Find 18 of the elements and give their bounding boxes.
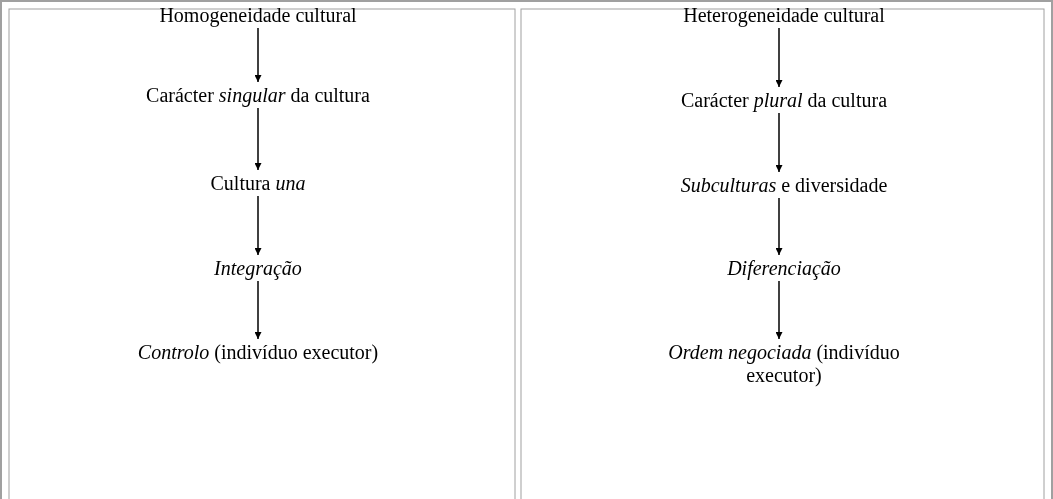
flow-step-text: Carácter singular da cultura (58, 84, 458, 107)
arrow (254, 280, 262, 340)
arrow (775, 27, 783, 88)
flow-step-text: Diferenciação (634, 257, 934, 280)
flow-step-text: Ordem negociada (indivíduo executor) (653, 341, 915, 387)
arrow (775, 112, 783, 173)
flow-step-text: Heterogeneidade cultural (584, 4, 984, 27)
flow-step-text: Controlo (indivíduo executor) (58, 341, 458, 364)
flow-step-text: Integração (108, 257, 408, 280)
flow-step-text: Subculturas e diversidade (584, 174, 984, 197)
arrow (254, 195, 262, 256)
arrow (254, 27, 262, 83)
arrow (254, 107, 262, 171)
arrow (775, 280, 783, 340)
flow-step-text: Cultura una (108, 172, 408, 195)
arrow (775, 197, 783, 256)
flow-step-text: Carácter plural da cultura (584, 89, 984, 112)
flow-step-text: Homogeneidade cultural (58, 4, 458, 27)
